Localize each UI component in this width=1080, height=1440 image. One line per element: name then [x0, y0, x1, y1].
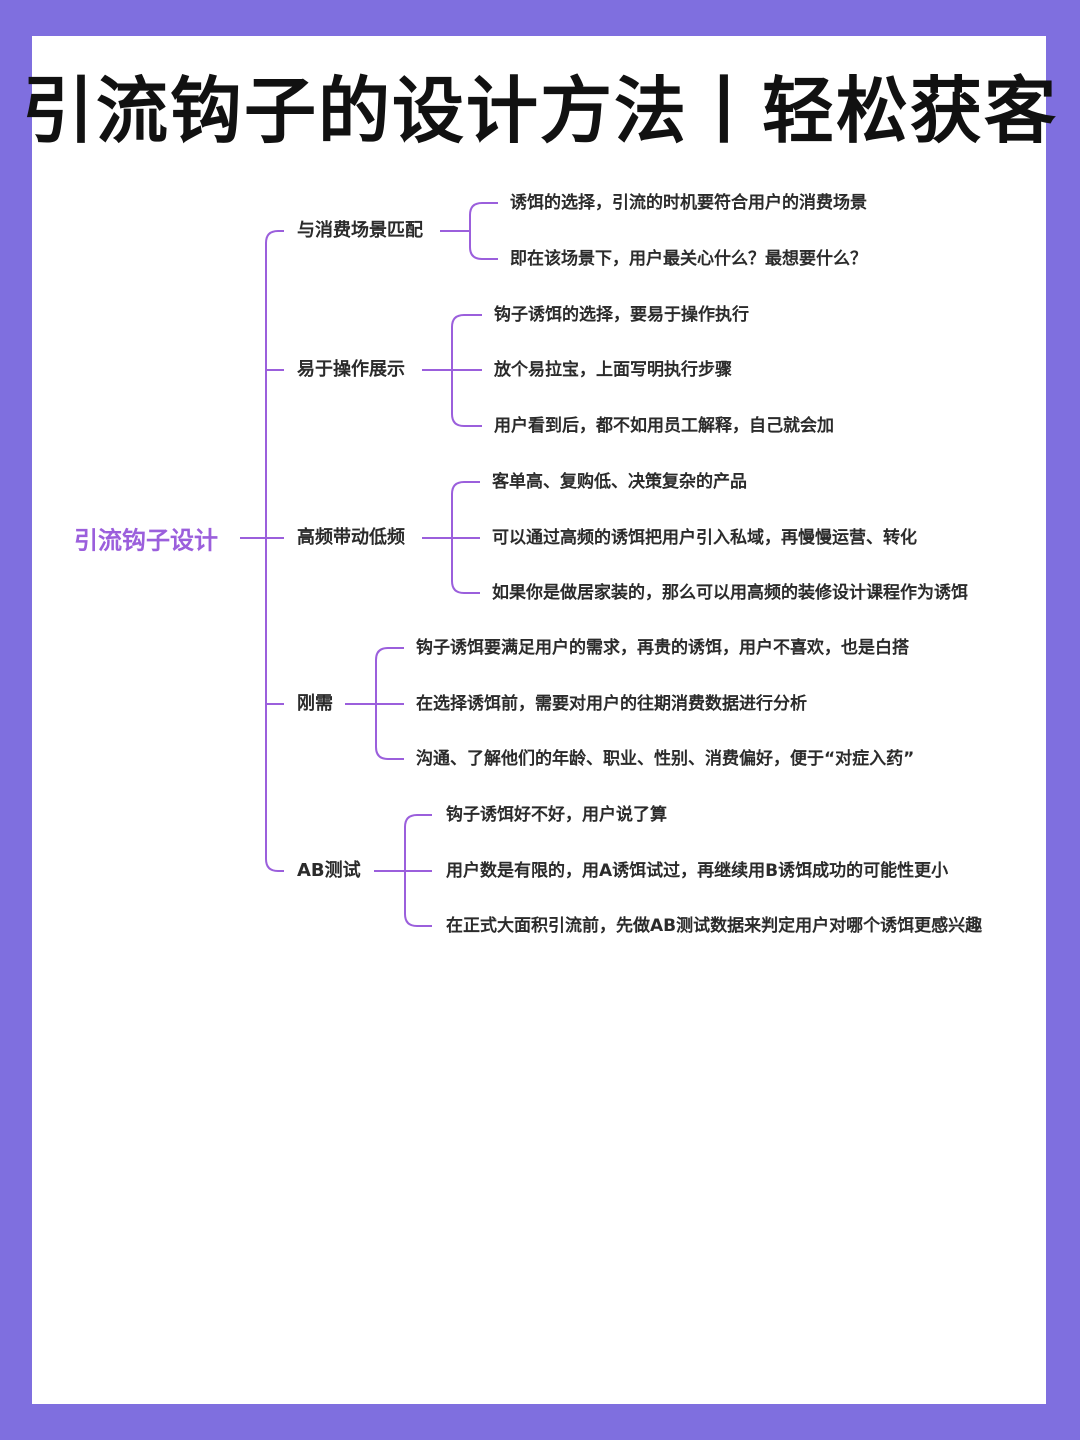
mindmap-leaf: 如果你是做居家装的，那么可以用高频的装修设计课程作为诱饵: [492, 583, 968, 603]
mindmap-leaf: 沟通、了解他们的年龄、职业、性别、消费偏好，便于“对症入药”: [416, 749, 915, 769]
mindmap-leaf: 在正式大面积引流前，先做AB测试数据来判定用户对哪个诱饵更感兴趣: [446, 916, 983, 936]
mindmap-leaf: 客单高、复购低、决策复杂的产品: [492, 472, 747, 492]
mindmap-leaf: 即在该场景下，用户最关心什么？最想要什么？: [510, 249, 867, 269]
mindmap-leaf: 放个易拉宝，上面写明执行步骤: [494, 360, 732, 380]
mindmap-branch: 与消费场景匹配: [297, 220, 423, 241]
page-title: 引流钩子的设计方法丨轻松获客: [21, 69, 1058, 153]
mindmap-branch: 易于操作展示: [297, 359, 405, 380]
mindmap-root: 引流钩子设计: [74, 526, 218, 555]
mindmap-leaf: 钩子诱饵好不好，用户说了算: [446, 805, 667, 825]
mindmap-leaf: 在选择诱饵前，需要对用户的往期消费数据进行分析: [416, 694, 807, 714]
content-card: [32, 36, 1046, 1404]
mindmap-branch: 高频带动低频: [297, 527, 405, 548]
mindmap-branch: 刚需: [297, 693, 333, 714]
mindmap-leaf: 用户看到后，都不如用员工解释，自己就会加: [494, 416, 834, 436]
mindmap-leaf: 用户数是有限的，用A诱饵试过，再继续用B诱饵成功的可能性更小: [446, 861, 949, 881]
mindmap-branch: AB测试: [297, 860, 361, 881]
mindmap-leaf: 可以通过高频的诱饵把用户引入私域，再慢慢运营、转化: [492, 528, 917, 548]
mindmap-leaf: 钩子诱饵的选择，要易于操作执行: [494, 305, 749, 325]
mindmap-leaf: 诱饵的选择，引流的时机要符合用户的消费场景: [510, 193, 867, 213]
mindmap-leaf: 钩子诱饵要满足用户的需求，再贵的诱饵，用户不喜欢，也是白搭: [416, 638, 909, 658]
